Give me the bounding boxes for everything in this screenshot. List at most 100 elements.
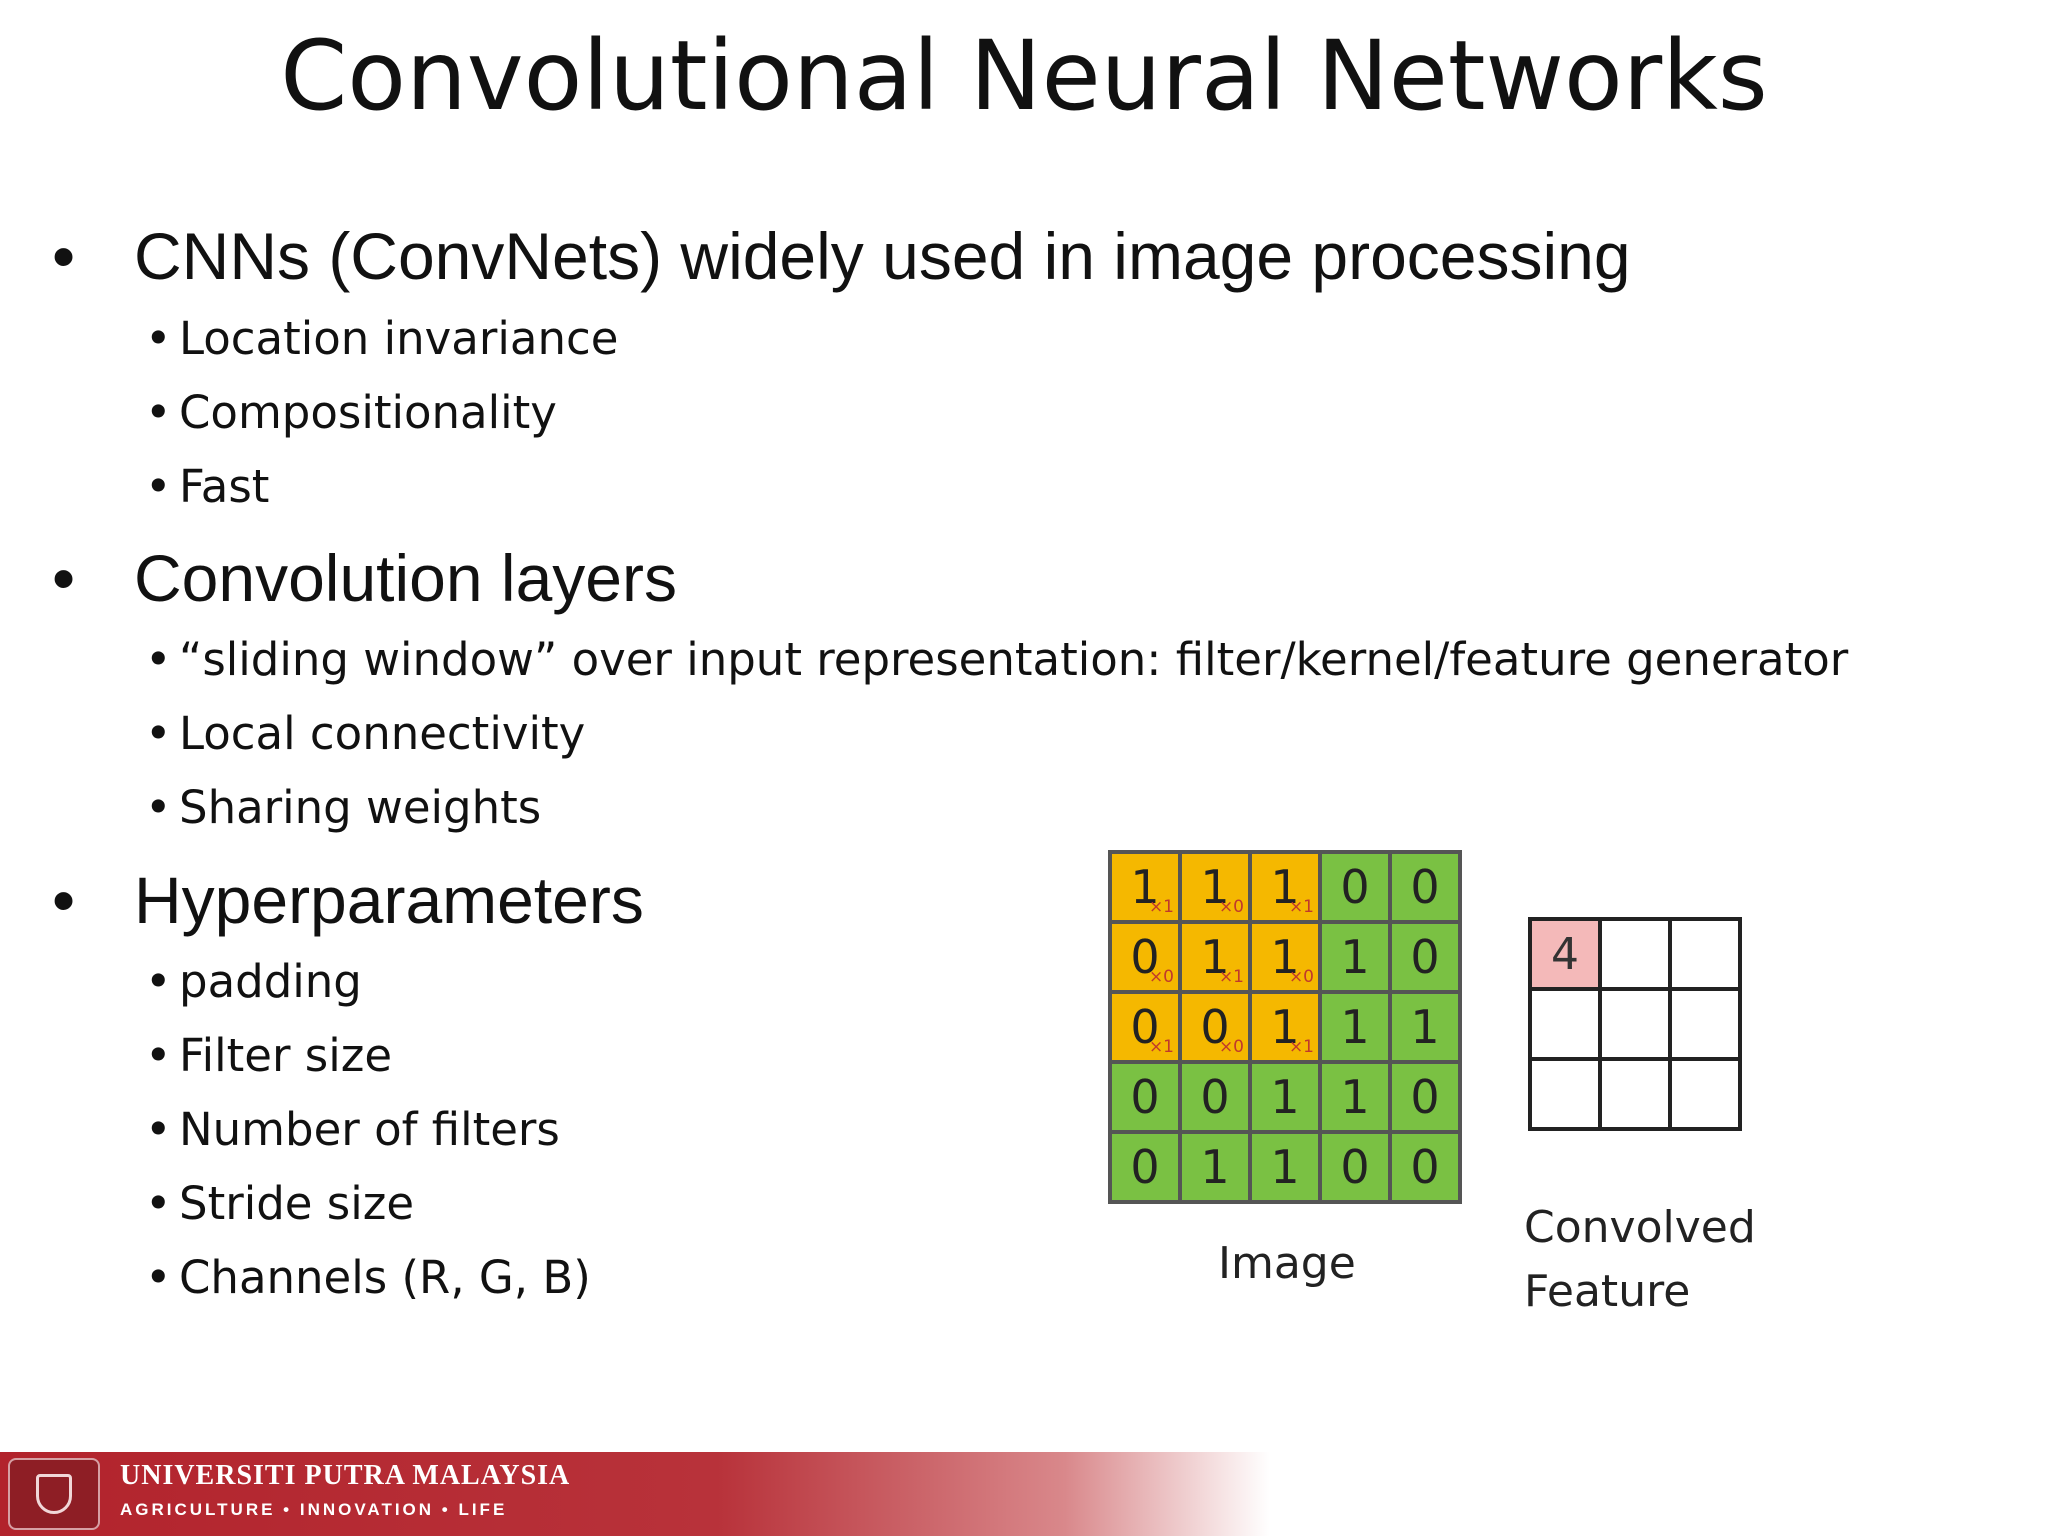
list-item: •Fast — [145, 460, 269, 513]
list-item-text: Fast — [179, 460, 270, 513]
cell-value: 0 — [1130, 1000, 1160, 1054]
cell-value: 1 — [1270, 860, 1300, 914]
list-item: •Compositionality — [145, 386, 557, 439]
cell-value: 1 — [1270, 1070, 1300, 1124]
list-item: •padding — [145, 955, 362, 1008]
cell-value: 0 — [1130, 930, 1160, 984]
cell-value: 1 — [1200, 930, 1230, 984]
cell-value: 0 — [1410, 1140, 1440, 1194]
list-item-text: Number of filters — [179, 1103, 560, 1156]
bullet-icon: • — [145, 460, 172, 513]
list-item: •Stride size — [145, 1177, 414, 1230]
bullet-icon: • — [145, 955, 172, 1008]
kernel-cell: 1×0 — [1180, 852, 1250, 922]
slide-title: Convolutional Neural Networks — [280, 20, 1768, 132]
cell-value: 1 — [1340, 930, 1370, 984]
university-logo-icon — [8, 1458, 100, 1530]
list-item: •Sharing weights — [145, 781, 541, 834]
kernel-cell: 1×1 — [1110, 852, 1180, 922]
section-heading-cnns: • CNNs (ConvNets) widely used in image p… — [52, 218, 1631, 294]
cell-value: 1 — [1200, 1140, 1230, 1194]
kernel-weight: ×0 — [1148, 967, 1174, 987]
convolved-feature-grid: 4 — [1528, 917, 1742, 1131]
list-item: •Location invariance — [145, 312, 618, 365]
image-cell: 0 — [1390, 852, 1460, 922]
kernel-cell: 0×0 — [1180, 992, 1250, 1062]
cell-value: 0 — [1130, 1070, 1160, 1124]
kernel-weight: ×0 — [1288, 967, 1314, 987]
list-item: •Local connectivity — [145, 707, 585, 760]
cell-value: 1 — [1340, 1070, 1370, 1124]
bullet-icon: • — [145, 386, 172, 439]
cell-value: 0 — [1410, 1070, 1440, 1124]
image-cell: 0 — [1390, 1132, 1460, 1202]
bullet-icon: • — [52, 863, 76, 937]
cell-value: 1 — [1270, 1000, 1300, 1054]
image-cell: 0 — [1320, 852, 1390, 922]
list-item-text: Location invariance — [179, 312, 619, 365]
list-item: •Number of filters — [145, 1103, 560, 1156]
university-name: UNIVERSITI PUTRA MALAYSIA — [120, 1460, 571, 1491]
image-cell: 0 — [1390, 1062, 1460, 1132]
cell-value: 1 — [1270, 930, 1300, 984]
kernel-cell: 1×1 — [1250, 992, 1320, 1062]
convolved-feature-caption-line1: Convolved — [1524, 1202, 1756, 1253]
image-cell: 0 — [1110, 1062, 1180, 1132]
list-item-text: Stride size — [179, 1177, 415, 1230]
convolved-feature-caption: Convolved Feature — [1524, 1196, 1756, 1324]
kernel-weight: ×0 — [1218, 897, 1244, 917]
feature-cell — [1530, 1059, 1600, 1129]
feature-cell — [1670, 989, 1740, 1059]
kernel-cell: 0×0 — [1110, 922, 1180, 992]
bullet-icon: • — [145, 312, 172, 365]
feature-cell — [1600, 989, 1670, 1059]
list-item-text: Sharing weights — [179, 781, 542, 834]
image-caption: Image — [1218, 1238, 1356, 1289]
kernel-cell: 1×0 — [1250, 922, 1320, 992]
cell-value: 0 — [1340, 860, 1370, 914]
kernel-cell: 0×1 — [1110, 992, 1180, 1062]
footer-banner: UNIVERSITI PUTRA MALAYSIA AGRICULTURE • … — [0, 1452, 2048, 1536]
list-item-text: Channels (R, G, B) — [179, 1251, 591, 1304]
bullet-icon: • — [145, 1177, 172, 1230]
cell-value: 0 — [1410, 860, 1440, 914]
image-cell: 0 — [1320, 1132, 1390, 1202]
bullet-icon: • — [145, 1251, 172, 1304]
list-item: •Filter size — [145, 1029, 392, 1082]
image-cell: 1 — [1320, 992, 1390, 1062]
feature-cell: 4 — [1530, 919, 1600, 989]
image-cell: 1 — [1320, 922, 1390, 992]
bullet-icon: • — [145, 1029, 172, 1082]
list-item-text: “sliding window” over input representati… — [179, 633, 1849, 686]
image-cell: 0 — [1180, 1062, 1250, 1132]
feature-cell — [1600, 919, 1670, 989]
list-item: •Channels (R, G, B) — [145, 1251, 591, 1304]
list-item-text: Filter size — [179, 1029, 393, 1082]
feature-cell — [1670, 919, 1740, 989]
section-heading-text: Convolution layers — [134, 541, 677, 615]
feature-cell — [1670, 1059, 1740, 1129]
kernel-weight: ×1 — [1148, 1037, 1174, 1057]
section-heading-convolution-layers: • Convolution layers — [52, 540, 677, 616]
bullet-icon: • — [145, 781, 172, 834]
image-cell: 0 — [1390, 922, 1460, 992]
section-heading-text: CNNs (ConvNets) widely used in image pro… — [134, 219, 1631, 293]
kernel-weight: ×0 — [1218, 1037, 1244, 1057]
cell-value: 0 — [1340, 1140, 1370, 1194]
university-tagline: AGRICULTURE • INNOVATION • LIFE — [120, 1500, 508, 1519]
image-cell: 1 — [1250, 1062, 1320, 1132]
bullet-icon: • — [52, 541, 76, 615]
bullet-icon: • — [145, 633, 172, 686]
list-item-text: Compositionality — [179, 386, 557, 439]
image-cell: 1 — [1250, 1132, 1320, 1202]
section-heading-text: Hyperparameters — [134, 863, 644, 937]
kernel-cell: 1×1 — [1250, 852, 1320, 922]
cell-value: 1 — [1200, 860, 1230, 914]
list-item-text: padding — [179, 955, 362, 1008]
section-heading-hyperparameters: • Hyperparameters — [52, 862, 644, 938]
cell-value: 0 — [1410, 930, 1440, 984]
image-cell: 1 — [1180, 1132, 1250, 1202]
cell-value: 1 — [1410, 1000, 1440, 1054]
cell-value: 0 — [1200, 1070, 1230, 1124]
